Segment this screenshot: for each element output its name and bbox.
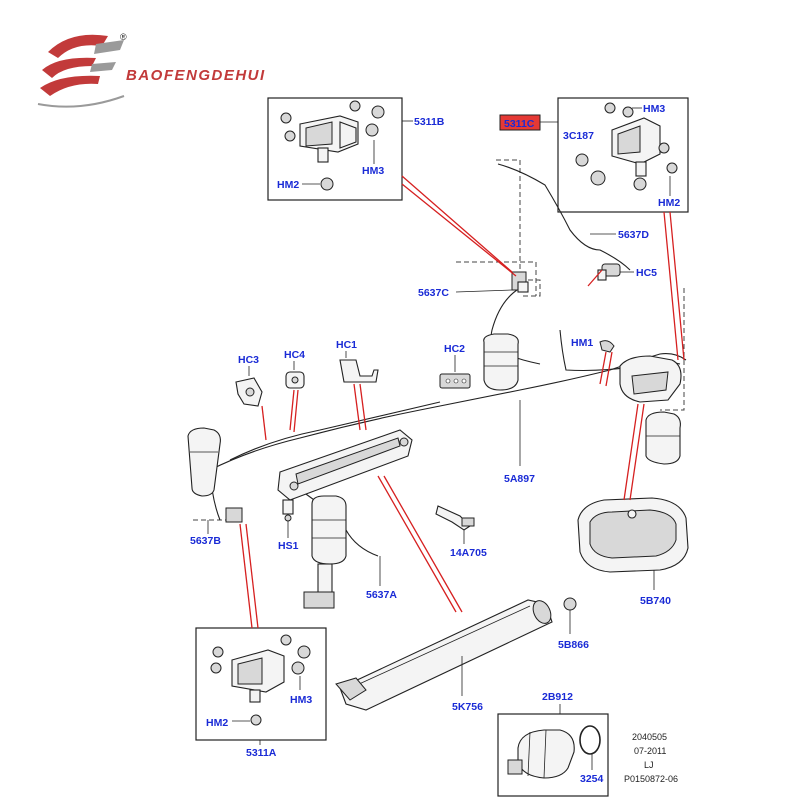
label-5311A: 5311A [246,747,277,759]
wire-main2 [229,401,441,461]
o-ring-3254 [579,725,601,755]
brand-logo [37,34,125,108]
dashed-frame-left [456,261,537,296]
label-5A897: 5A897 [504,473,535,485]
clip-HC3 [235,377,263,407]
red-leaders [239,175,685,629]
label-5B740: 5B740 [640,595,671,607]
dashed-frame-right [660,288,685,411]
label-5311C-HM3: HM3 [643,103,665,115]
air-spring-rear [645,411,681,465]
bracket-assembly [277,429,413,501]
air-spring-upper [483,333,519,391]
label-5B866: 5B866 [558,639,589,651]
footer-line-4: P0150872-06 [624,774,678,784]
highlight-5311C [499,114,541,131]
sensor-HS1 [282,499,294,522]
cover-5B740 [577,497,689,573]
label-5311B: 5311B [414,116,445,128]
connector-5637C [511,271,529,293]
reservoir-5K756 [335,599,553,711]
label-HC5: HC5 [636,267,657,279]
plug-5B866 [563,597,577,611]
label-3254: 3254 [580,773,604,785]
label-14A705: 14A705 [450,547,487,559]
wire-5637D [497,163,631,271]
label-5311C: 5311C [504,118,535,130]
label-HS1: HS1 [278,540,299,552]
mount-HM1 [599,340,615,353]
registered-mark: ® [120,32,127,42]
footer-line-3: LJ [644,760,654,770]
bracket-14A705 [435,505,475,531]
label-2B912: 2B912 [542,691,573,703]
sensor-5311A [210,634,311,726]
label-5311B-HM3: HM3 [362,165,384,177]
dashed-frame-upper [496,159,541,297]
clip-HC5 [597,263,621,281]
label-5311A-HM3: HM3 [290,694,312,706]
label-HC4: HC4 [284,349,305,361]
label-HM1: HM1 [571,337,593,349]
sensor-5311C [575,102,678,191]
brand-name: BAOFENGDEHUI [126,67,266,84]
label-5637A: 5637A [366,589,397,601]
footer-line-2: 07-2011 [634,746,666,756]
clip-HC4 [285,371,305,389]
label-5K756: 5K756 [452,701,483,713]
label-HC3: HC3 [238,354,259,366]
clip-HC2 [439,373,471,389]
label-HC2: HC2 [444,343,465,355]
label-HC1: HC1 [336,339,357,351]
label-5637B: 5637B [190,535,221,547]
label-5311A-HM2: HM2 [206,717,228,729]
wire-main [209,353,687,471]
module-right [619,355,682,403]
front-strut [303,495,347,609]
label-5311B-HM2: HM2 [277,179,299,191]
label-3C187: 3C187 [563,130,594,142]
label-5637C: 5637C [418,287,449,299]
footer-line-1: 2040505 [632,732,667,742]
compressor-2B912 [507,729,575,779]
sensor-5311B [280,100,385,191]
label-5311C-HM2: HM2 [658,197,680,209]
label-5637D: 5637D [618,229,649,241]
air-spring-left [187,427,221,497]
clip-HC1 [339,359,379,383]
connector-5637B [225,507,243,523]
